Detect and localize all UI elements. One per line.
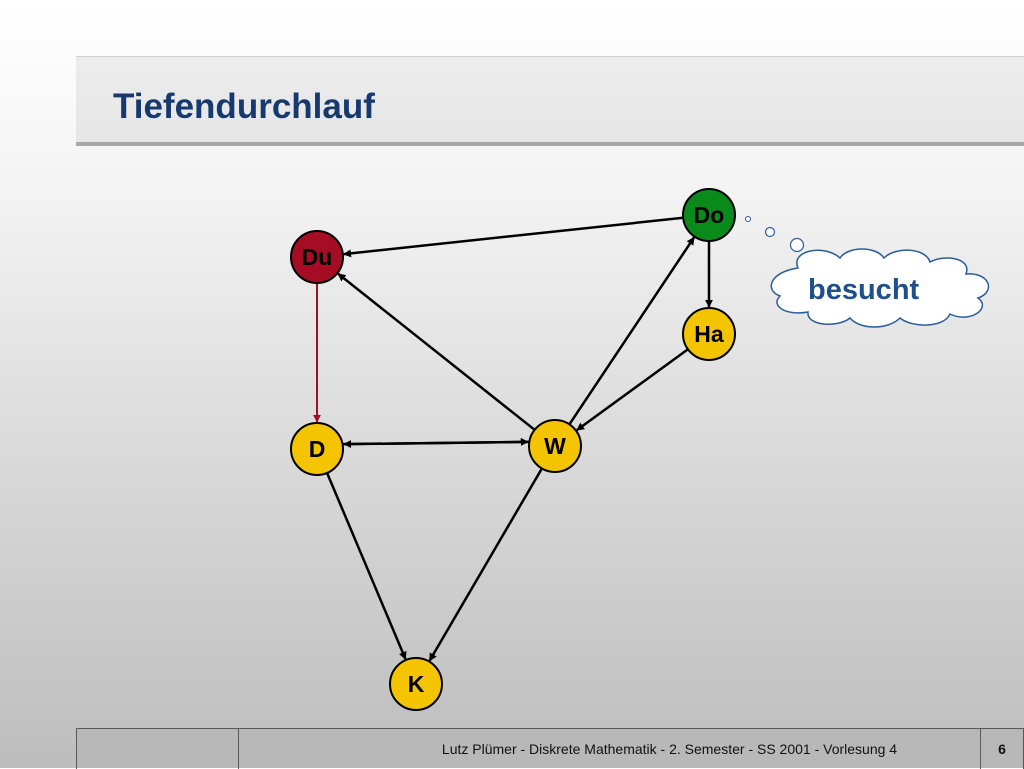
thought-cloud [770, 248, 990, 328]
slide-title: Tiefendurchlauf [113, 87, 375, 126]
edge-d-to-k [325, 472, 407, 660]
edges-layer [313, 216, 713, 662]
node-circle-do [682, 188, 736, 242]
edge-w-to-do [568, 236, 696, 426]
edge-do-to-du [343, 216, 684, 258]
footer-left-cell [76, 729, 238, 769]
node-label-d: D [309, 436, 326, 462]
node-circle-k [389, 657, 443, 711]
thought-dot-large [789, 237, 805, 253]
node-k: K [389, 657, 443, 711]
edge-w-to-du [337, 272, 536, 431]
node-w: W [528, 419, 582, 473]
thought-dot-medium [764, 226, 776, 238]
node-label-do: Do [694, 202, 725, 228]
edge-w-to-k [428, 467, 543, 662]
edge-w-to-d [343, 440, 529, 449]
node-do: Do [682, 188, 736, 242]
node-label-ha: Ha [694, 321, 724, 347]
node-circle-du [290, 230, 344, 284]
footer: Lutz Plümer - Diskrete Mathematik - 2. S… [76, 728, 1024, 769]
node-du: Du [290, 230, 344, 284]
page-number: 6 [980, 729, 1024, 769]
thought-dot-small [745, 216, 751, 222]
node-label-du: Du [302, 244, 333, 270]
node-label-w: W [544, 433, 566, 459]
node-circle-ha [682, 307, 736, 361]
title-bar: Tiefendurchlauf [76, 56, 1024, 146]
node-ha: Ha [682, 307, 736, 361]
node-circle-w [528, 419, 582, 473]
node-circle-d [290, 422, 344, 476]
footer-text: Lutz Plümer - Diskrete Mathematik - 2. S… [238, 729, 980, 769]
node-label-k: K [408, 671, 425, 697]
node-d: D [290, 422, 344, 476]
thought-bubble: besucht [745, 216, 990, 328]
edge-ha-to-w [576, 348, 689, 432]
thought-bubble-text: besucht [808, 274, 920, 306]
